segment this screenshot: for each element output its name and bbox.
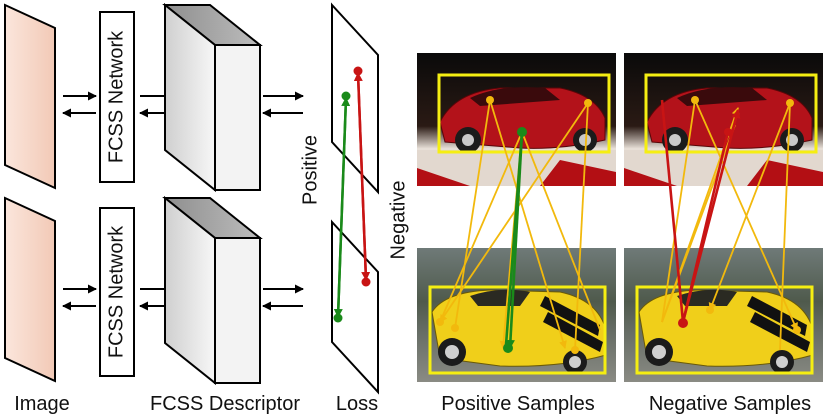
fcss-descriptor-block-top	[162, 2, 263, 193]
positive-red-car-photo	[417, 53, 616, 186]
fcss-network-top-label: FCSS Network	[105, 30, 127, 163]
positive-point-bottom	[333, 313, 343, 323]
bbox-negative-top	[644, 73, 818, 154]
negative-sample-red-line	[660, 99, 741, 328]
negative-yellow-car-photo	[624, 248, 823, 382]
image-label: Image	[14, 393, 70, 415]
arrows-descriptor-loss-top	[262, 91, 304, 118]
bbox-positive-bottom	[428, 285, 607, 375]
bbox-negative-bottom	[635, 285, 814, 375]
fcss-network-top: FCSS Network	[99, 11, 135, 183]
fcss-network-bottom-label: FCSS Network	[105, 225, 127, 358]
positive-loss-arrow	[333, 91, 351, 323]
bbox-positive-top	[437, 73, 611, 154]
positive-sample-green-line	[503, 127, 527, 353]
positive-label: Positive	[299, 135, 321, 205]
negative-point-bottom	[361, 277, 371, 287]
negative-label: Negative	[387, 181, 409, 260]
positive-point-top	[341, 91, 351, 101]
arrows-descriptor-loss-bottom	[262, 284, 304, 311]
image-slab-top	[4, 3, 56, 190]
loss-plane-top	[331, 2, 379, 195]
negative-loss-arrow	[353, 66, 371, 287]
positive-samples-label: Positive Samples	[441, 393, 594, 415]
loss-label: Loss	[336, 393, 378, 415]
arrows-image-network-top	[62, 91, 97, 118]
fcss-descriptor-label: FCSS Descriptor	[150, 393, 300, 415]
fcss-descriptor-block-bottom	[162, 195, 263, 386]
positive-yellow-car-photo	[417, 248, 616, 382]
negative-samples-label: Negative Samples	[649, 393, 811, 415]
arrows-image-network-bottom	[62, 284, 97, 311]
negative-point-top	[353, 66, 363, 76]
fcss-network-bottom: FCSS Network	[99, 207, 135, 377]
image-slab-bottom	[4, 196, 56, 383]
